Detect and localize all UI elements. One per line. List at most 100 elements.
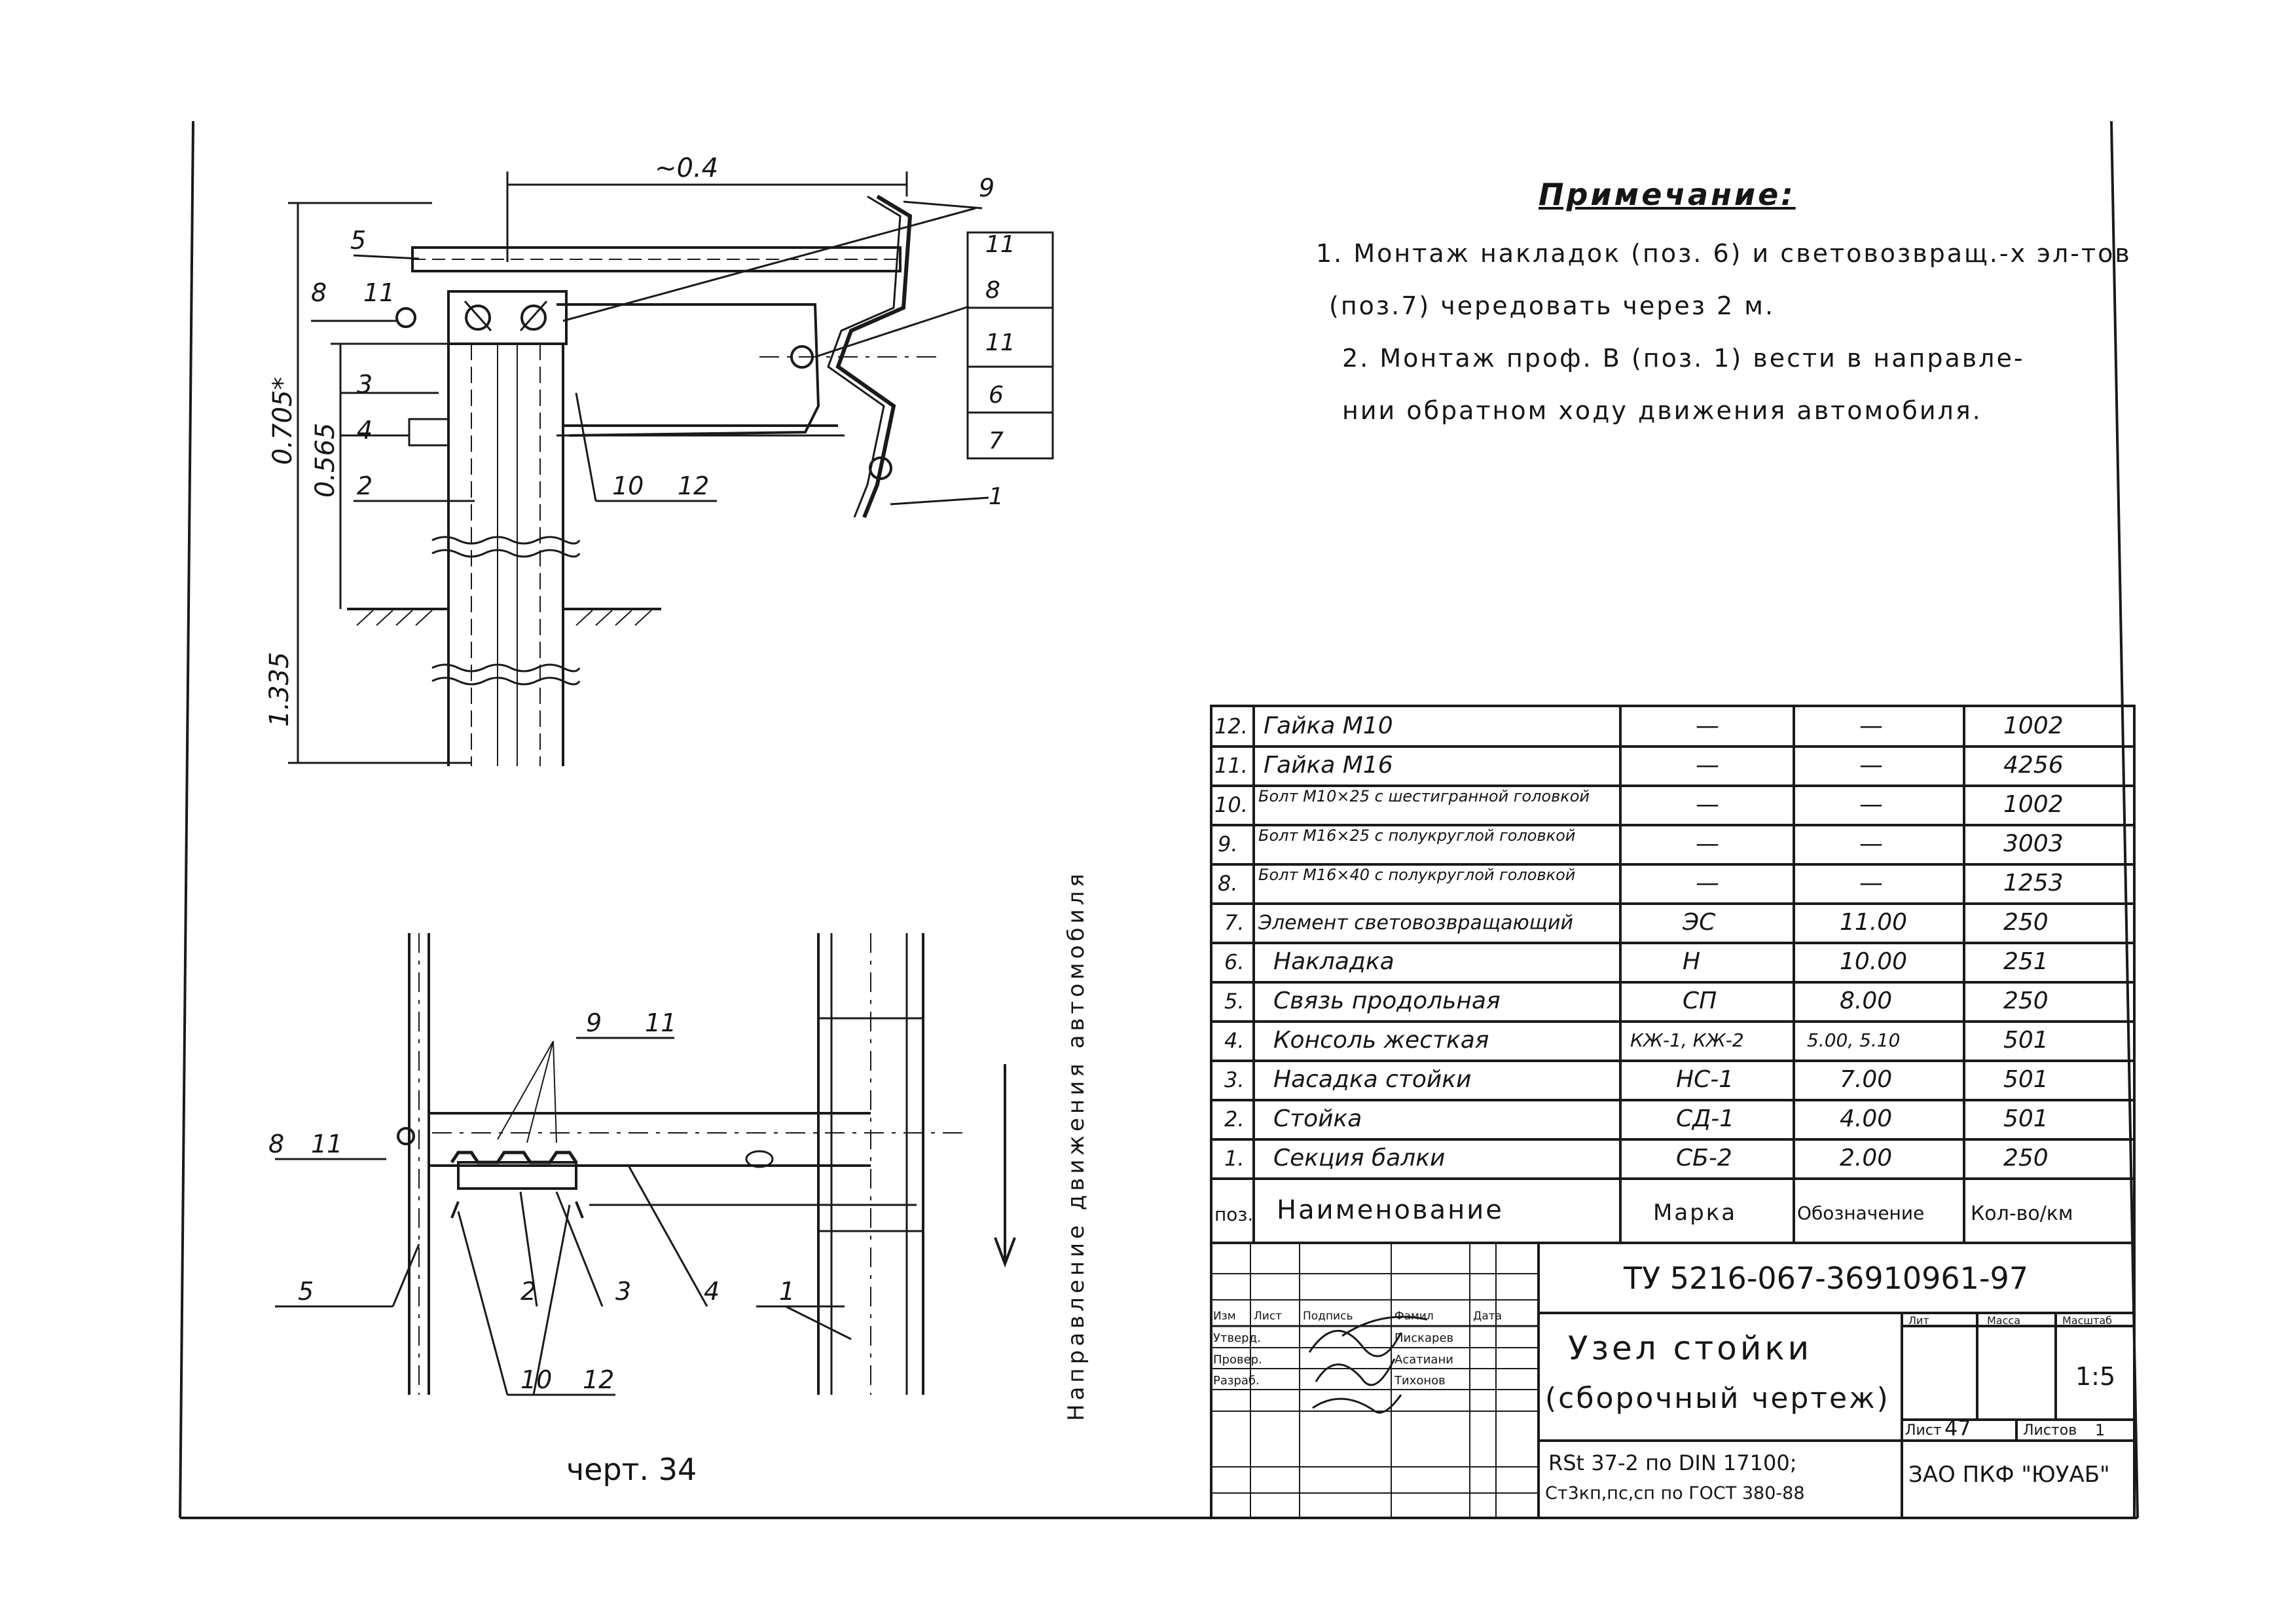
spec-mark: СП bbox=[1683, 987, 1717, 1014]
plan-pos-3-label: 3 bbox=[615, 1277, 631, 1306]
spec-mark: — bbox=[1696, 752, 1719, 779]
sheet-label: Лист bbox=[1905, 1422, 1942, 1439]
title-line-1: Узел стойки bbox=[1568, 1329, 1813, 1367]
spec-doc: 8.00 bbox=[1840, 987, 1893, 1014]
spec-mark: — bbox=[1696, 870, 1719, 896]
dim-0705-label: 0.705* bbox=[268, 377, 298, 465]
spec-doc: — bbox=[1859, 791, 1883, 818]
spec-doc: — bbox=[1859, 870, 1883, 896]
pos-11b-label: 11 bbox=[985, 231, 1015, 258]
lit-label: Лит bbox=[1908, 1314, 1929, 1327]
spec-doc: 4.00 bbox=[1840, 1105, 1893, 1132]
spec-name: Секция балки bbox=[1273, 1145, 1446, 1172]
spec-header-qty: Кол-во/км bbox=[1971, 1202, 2073, 1225]
sheets-value: 1 bbox=[2095, 1421, 2105, 1439]
spec-qty: 250 bbox=[2003, 987, 2049, 1014]
spec-mark: СБ-2 bbox=[1676, 1145, 1732, 1172]
spec-doc: — bbox=[1859, 752, 1883, 779]
spec-doc: 5.00, 5.10 bbox=[1807, 1029, 1901, 1051]
pos-5-label: 5 bbox=[350, 226, 366, 255]
spec-pos: 2. bbox=[1224, 1107, 1245, 1132]
spec-mark: Н bbox=[1683, 948, 1701, 975]
plan-pos-5-label: 5 bbox=[298, 1277, 314, 1306]
spec-doc: 10.00 bbox=[1840, 948, 1908, 975]
spec-mark: — bbox=[1696, 791, 1719, 818]
spec-name: Болт М10×25 с шестигранной головкой bbox=[1258, 787, 1590, 805]
scale-value: 1:5 bbox=[2075, 1362, 2116, 1391]
spec-pos: 4. bbox=[1224, 1028, 1245, 1053]
note-line-3: 2. Монтаж проф. В (поз. 1) вести в напра… bbox=[1342, 344, 2025, 373]
pos-10-label: 10 bbox=[612, 471, 644, 500]
sig-head-list: Лист bbox=[1254, 1310, 1283, 1323]
sheet-value: 47 bbox=[1944, 1416, 1971, 1441]
spec-header-pos: поз. bbox=[1214, 1204, 1254, 1225]
plan-pos-12-label: 12 bbox=[583, 1365, 614, 1394]
note-line-2: (поз.7) чередовать через 2 м. bbox=[1329, 291, 1776, 320]
dim-top-label: ~0.4 bbox=[655, 153, 718, 183]
spec-name: Гайка М16 bbox=[1264, 752, 1393, 779]
spec-pos: 8. bbox=[1218, 871, 1238, 896]
material-line-2: Ст3кп,пс,сп по ГОСТ 380-88 bbox=[1545, 1483, 1805, 1504]
spec-name: Болт М16×25 с полукруглой головкой bbox=[1258, 826, 1576, 845]
spec-doc: 11.00 bbox=[1840, 909, 1908, 936]
spec-qty: 1002 bbox=[2003, 712, 2064, 739]
spec-qty: 501 bbox=[2003, 1066, 2049, 1093]
spec-mark: НС-1 bbox=[1676, 1066, 1734, 1093]
spec-mark: ЭС bbox=[1683, 909, 1716, 936]
sig-role: Провер. bbox=[1213, 1353, 1262, 1367]
spec-pos: 6. bbox=[1224, 950, 1245, 974]
sig-head-famil: Фамил bbox=[1394, 1310, 1434, 1323]
doc-code: ТУ 5216-067-36910961-97 bbox=[1624, 1261, 2029, 1296]
pos-6-label: 6 bbox=[989, 382, 1004, 409]
pos-9-label: 9 bbox=[979, 174, 994, 202]
pos-11c-label: 11 bbox=[985, 329, 1015, 356]
spec-qty: 501 bbox=[2003, 1105, 2049, 1132]
spec-header-doc: Обозначение bbox=[1797, 1202, 1925, 1224]
spec-doc: 7.00 bbox=[1840, 1066, 1893, 1093]
material-line-1: RSt 37-2 по DIN 17100; bbox=[1548, 1450, 1797, 1475]
plan-pos-4-label: 4 bbox=[704, 1277, 720, 1306]
spec-doc: — bbox=[1859, 712, 1883, 739]
spec-pos: 12. bbox=[1214, 714, 1248, 739]
pos-7-label: 7 bbox=[989, 428, 1004, 454]
sheets-label: Листов bbox=[2023, 1422, 2077, 1439]
spec-qty: 250 bbox=[2003, 909, 2049, 936]
spec-pos: 10. bbox=[1214, 792, 1248, 817]
spec-pos: 5. bbox=[1224, 989, 1245, 1014]
sig-head-data: Дата bbox=[1473, 1310, 1503, 1323]
sig-head-podpis: Подпись bbox=[1303, 1310, 1353, 1323]
plan-pos-1-label: 1 bbox=[779, 1277, 795, 1306]
sig-surname: Тихонов bbox=[1394, 1374, 1446, 1388]
sig-role: Разраб. bbox=[1213, 1374, 1260, 1388]
spec-pos: 3. bbox=[1224, 1067, 1245, 1092]
sig-role: Утверд. bbox=[1213, 1331, 1261, 1345]
spec-qty: 1002 bbox=[2003, 791, 2064, 818]
pos-4-label: 4 bbox=[357, 416, 373, 445]
spec-mark: — bbox=[1696, 830, 1719, 857]
spec-name: Гайка М10 bbox=[1264, 712, 1393, 739]
spec-pos: 11. bbox=[1214, 753, 1248, 778]
spec-mark: СД-1 bbox=[1676, 1105, 1735, 1132]
pos-3-label: 3 bbox=[357, 370, 373, 399]
pos-8b-label: 8 bbox=[985, 277, 1000, 304]
pos-12-label: 12 bbox=[678, 471, 709, 500]
mass-label: Масса bbox=[1987, 1314, 2021, 1327]
pos-11a-label: 11 bbox=[363, 278, 395, 307]
pos-8-label: 8 bbox=[311, 278, 327, 307]
spec-pos: 9. bbox=[1218, 832, 1238, 857]
plan-pos-2-label: 2 bbox=[520, 1277, 536, 1306]
spec-name: Насадка стойки bbox=[1273, 1066, 1472, 1093]
scale-label: Масштаб bbox=[2062, 1314, 2113, 1327]
spec-doc: — bbox=[1859, 830, 1883, 857]
dim-1335-label: 1.335 bbox=[264, 652, 295, 727]
spec-name: Элемент световозвращающий bbox=[1258, 912, 1573, 934]
plan-pos-9-label: 9 bbox=[586, 1008, 602, 1037]
notes-title: Примечание: bbox=[1539, 177, 1796, 212]
spec-qty: 250 bbox=[2003, 1145, 2049, 1172]
spec-name: Консоль жесткая bbox=[1273, 1027, 1489, 1054]
sig-surname: Пискарев bbox=[1394, 1331, 1454, 1345]
spec-qty: 251 bbox=[2003, 948, 2049, 975]
spec-header-name: Наименование bbox=[1277, 1195, 1504, 1225]
spec-name: Связь продольная bbox=[1273, 987, 1501, 1014]
